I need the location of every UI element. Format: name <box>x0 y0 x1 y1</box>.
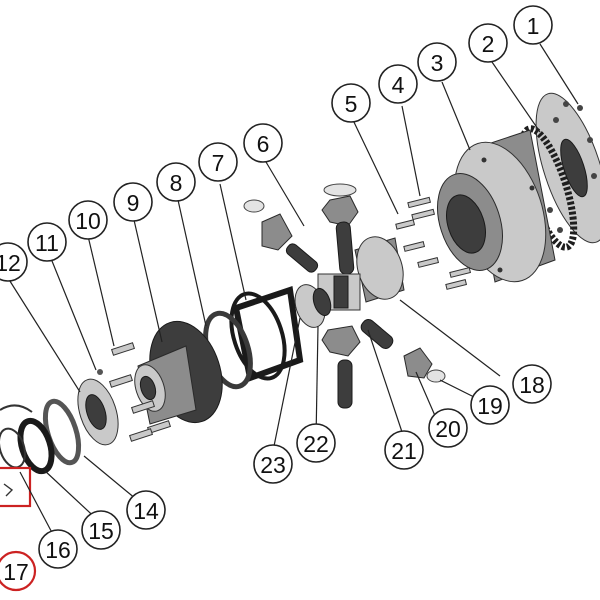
callout-23: 23 <box>253 444 293 484</box>
part-11-small-pin <box>97 369 103 375</box>
callout-label: 6 <box>257 131 270 157</box>
part-22-side-gear <box>294 284 332 328</box>
part-4-5-pins <box>395 196 472 290</box>
part-10-bolts <box>108 342 172 442</box>
callout-label: 16 <box>45 537 71 563</box>
callout-label: 5 <box>345 91 358 117</box>
callout-circle <box>0 550 37 592</box>
callout-20: 20 <box>428 408 468 448</box>
callout-label: 11 <box>35 230 59 256</box>
callout-circle <box>253 444 293 484</box>
callout-circle <box>468 23 508 63</box>
callout-circle <box>243 123 283 163</box>
callout-circle <box>296 423 336 463</box>
callout-label: 15 <box>88 518 114 544</box>
callout-7: 7 <box>198 142 238 182</box>
callout-circle <box>428 408 468 448</box>
callout-circle <box>384 430 424 470</box>
callout-circle <box>38 529 78 569</box>
callout-label: 22 <box>303 431 329 457</box>
callout-circle <box>0 242 28 282</box>
callout-label: 2 <box>482 31 495 57</box>
callout-15: 15 <box>81 510 121 550</box>
part-7-spring-cage <box>229 286 304 383</box>
callout-label: 10 <box>75 208 101 234</box>
part-19-thrust-washer <box>426 369 446 383</box>
callout-circle <box>126 490 166 530</box>
callout-label: 9 <box>127 190 140 216</box>
part-17-highlight-frame <box>0 466 32 508</box>
part-20-pinion-gear <box>403 347 433 379</box>
callout-label: 14 <box>133 498 159 524</box>
callout-9: 9 <box>113 182 153 222</box>
callout-17: 17 <box>0 550 37 592</box>
callout-22: 22 <box>296 423 336 463</box>
part-6-side-gear-washer <box>243 199 293 251</box>
callout-19: 19 <box>470 385 510 425</box>
callout-circle <box>512 364 552 404</box>
part-3-differential-case <box>437 129 556 283</box>
callout-11: 11 <box>27 222 67 262</box>
callout-label: 20 <box>435 416 461 442</box>
callout-circle <box>198 142 238 182</box>
callout-circle <box>68 200 108 240</box>
callout-label: 21 <box>391 438 417 464</box>
callout-label: 1 <box>527 13 540 39</box>
callout-circle <box>417 42 457 82</box>
callout-label: 23 <box>260 452 286 478</box>
callout-label: 8 <box>170 170 183 196</box>
callout-label: 19 <box>477 393 503 419</box>
callout-2: 2 <box>468 23 508 63</box>
callout-5: 5 <box>331 83 371 123</box>
callout-circle <box>156 162 196 202</box>
callout-10: 10 <box>68 200 108 240</box>
callout-label: 7 <box>212 150 225 176</box>
callout-16: 16 <box>38 529 78 569</box>
callout-circle <box>470 385 510 425</box>
callout-21: 21 <box>384 430 424 470</box>
callout-circle <box>513 5 553 45</box>
callout-18: 18 <box>512 364 552 404</box>
part-9-hub-flange <box>134 320 223 425</box>
callout-label: 12 <box>0 250 21 276</box>
callout-12: 12 <box>0 242 28 282</box>
callout-circle <box>27 222 67 262</box>
callout-4: 4 <box>378 64 418 104</box>
callout-circle <box>378 64 418 104</box>
part-1-flange-plate <box>535 92 600 244</box>
callout-circle <box>113 182 153 222</box>
callout-6: 6 <box>243 123 283 163</box>
callout-circle <box>331 83 371 123</box>
callout-label: 17 <box>3 559 29 585</box>
part-17-highlight-box <box>0 466 32 508</box>
part-12-bearing <box>77 378 119 446</box>
callout-3: 3 <box>417 42 457 82</box>
callout-label: 4 <box>392 72 405 98</box>
spider-gear-cluster <box>285 183 405 409</box>
callout-8: 8 <box>156 162 196 202</box>
callout-14: 14 <box>126 490 166 530</box>
callout-1: 1 <box>513 5 553 45</box>
callout-label: 3 <box>431 50 444 76</box>
callout-circle <box>81 510 121 550</box>
callout-label: 18 <box>519 372 545 398</box>
